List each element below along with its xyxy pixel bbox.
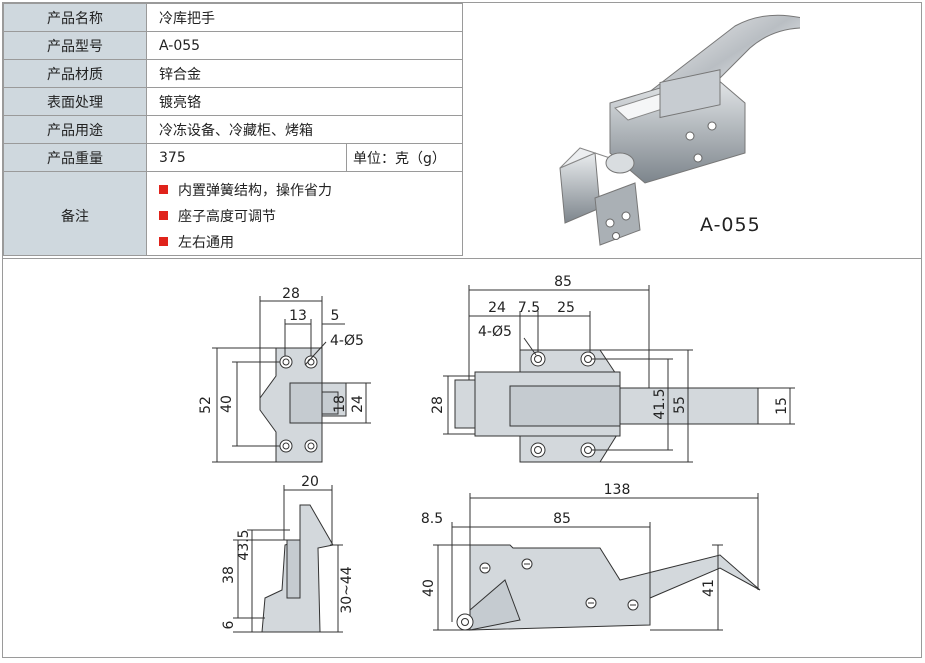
dim-side-20: 20: [301, 474, 319, 490]
dim-top-28: 28: [430, 396, 446, 414]
dim-top-24: 24: [488, 300, 506, 316]
dim-side-6: 6: [221, 620, 237, 629]
dim-front-40: 40: [219, 395, 235, 413]
product-photo: [559, 14, 800, 246]
note-item: 左右通用: [159, 229, 462, 255]
dim-top-15: 15: [774, 397, 790, 415]
dim-front-52: 52: [198, 396, 214, 414]
side-view: 20 43.5 38 6 30~44: [221, 474, 355, 633]
weight-value: 375: [146, 143, 347, 172]
dim-top-25: 25: [557, 300, 575, 316]
front-view: 28 13 5 4-Ø5 52 40 18 24: [198, 286, 371, 463]
dim-front-24: 24: [350, 395, 366, 413]
photo-model-label: A-055: [700, 214, 761, 236]
dim-elev-138: 138: [604, 482, 631, 498]
spec-row-weight: 产品重量 375 单位：克（g）: [3, 143, 463, 172]
red-square-bullet-icon: [159, 185, 168, 194]
red-square-bullet-icon: [159, 237, 168, 246]
dim-front-5: 5: [331, 308, 340, 324]
spec-label: 产品材质: [3, 59, 147, 88]
red-square-bullet-icon: [159, 211, 168, 220]
spec-table: 产品名称 冷库把手 产品型号 A-055 产品材质 锌合金 表面处理 镀亮铬 产…: [3, 3, 463, 256]
note-item: 内置弹簧结构，操作省力: [159, 177, 462, 203]
note-text: 座子高度可调节: [178, 208, 276, 225]
dim-top-41-5: 41.5: [652, 388, 668, 419]
dim-top-7-5: 7.5: [518, 300, 540, 316]
spec-row: 产品用途 冷冻设备、冷藏柜、烤箱: [3, 115, 463, 144]
dim-side-30-44: 30~44: [339, 566, 355, 613]
note-item: 座子高度可调节: [159, 203, 462, 229]
dim-front-28: 28: [282, 286, 300, 302]
note-text: 左右通用: [178, 234, 234, 251]
spec-label: 产品型号: [3, 31, 147, 60]
spec-label: 产品用途: [3, 115, 147, 144]
elevation-view: 138 8.5 85 40 41: [421, 482, 761, 631]
dim-top-hole: 4-Ø5: [478, 324, 512, 340]
spec-label: 产品重量: [3, 143, 147, 172]
dim-top-85: 85: [554, 274, 572, 290]
dim-side-38: 38: [221, 566, 237, 584]
dim-elev-40: 40: [421, 579, 437, 597]
notes-label: 备注: [3, 171, 147, 256]
note-text: 内置弹簧结构，操作省力: [178, 182, 332, 199]
dim-elev-8-5: 8.5: [421, 511, 443, 527]
dim-front-13: 13: [289, 308, 307, 324]
dim-front-18: 18: [332, 395, 348, 413]
dim-front-hole: 4-Ø5: [330, 333, 364, 349]
notes-list: 内置弹簧结构，操作省力 座子高度可调节 左右通用: [146, 171, 463, 256]
dim-elev-85: 85: [553, 511, 571, 527]
spec-row-notes: 备注 内置弹簧结构，操作省力 座子高度可调节 左右通用: [3, 171, 463, 256]
top-view: 85 24 7.5 25 4-Ø5 28 41.5 55 15: [430, 274, 795, 463]
dim-top-55: 55: [672, 396, 688, 414]
spec-label: 表面处理: [3, 87, 147, 116]
dim-side-43-5: 43.5: [236, 529, 252, 560]
section-divider: [3, 258, 921, 259]
dim-elev-41: 41: [701, 579, 717, 597]
